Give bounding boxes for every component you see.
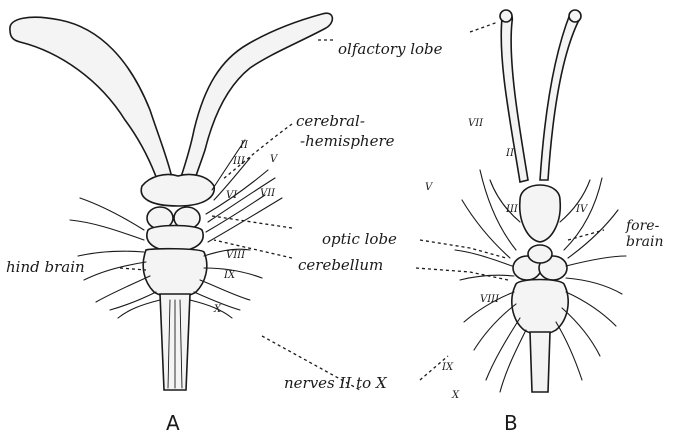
label-olfactory-lobe: olfactory lobe	[338, 40, 443, 58]
nerve-a-IX: IX	[223, 270, 236, 281]
olfactory-bulb-b-left	[500, 10, 512, 22]
nerve-b-V: V	[425, 182, 434, 193]
label-nerves: nerves II to X	[284, 374, 388, 392]
label-fore-line2: brain	[626, 234, 664, 250]
panel-label-a: A	[166, 411, 180, 435]
label-cerebellum: cerebellum	[298, 256, 383, 274]
nerve-a-VII: VII	[260, 188, 276, 199]
nerve-b-IX: IX	[441, 362, 454, 373]
nerve-b-III: III	[505, 204, 519, 215]
optic-lobe-b-center	[528, 245, 552, 263]
specimen-a: II III V VI VII VIII IX X A	[10, 13, 333, 435]
nerve-a-X: X	[213, 304, 222, 315]
nerve-a-II: II	[239, 140, 249, 151]
nerve-b-X: X	[451, 390, 460, 401]
nerve-b-IV: IV	[575, 204, 589, 215]
label-cerebral-line1: cerebral-	[296, 112, 365, 130]
label-hind-brain: hind brain	[6, 258, 85, 276]
nerve-a-VIII: VIII	[226, 250, 246, 261]
olfactory-lobe-b-right	[540, 12, 580, 180]
olfactory-bulb-b-right	[569, 10, 581, 22]
label-fore-line1: fore-	[625, 218, 660, 234]
olfactory-lobe-a-right	[180, 13, 332, 182]
label-cerebral-line2: -hemisphere	[300, 132, 395, 150]
nerve-b-II: II	[505, 148, 515, 159]
spinal-cord-b	[530, 332, 550, 392]
nerve-b-VIII: VIII	[480, 294, 500, 305]
cerebral-hemisphere-a	[141, 174, 214, 206]
nerve-a-VI: VI	[226, 190, 238, 201]
olfactory-lobe-a-left	[10, 17, 172, 182]
nerve-b-VII: VII	[468, 118, 484, 129]
cerebellum-b	[512, 280, 568, 335]
panel-label-b: B	[504, 411, 518, 435]
forebrain-b	[520, 185, 561, 242]
specimen-b: VII II V III IV VIII IX X B	[425, 10, 626, 435]
label-optic-lobe: optic lobe	[322, 230, 397, 248]
hind-brain-a	[143, 249, 207, 297]
nerve-a-V: V	[270, 154, 279, 165]
